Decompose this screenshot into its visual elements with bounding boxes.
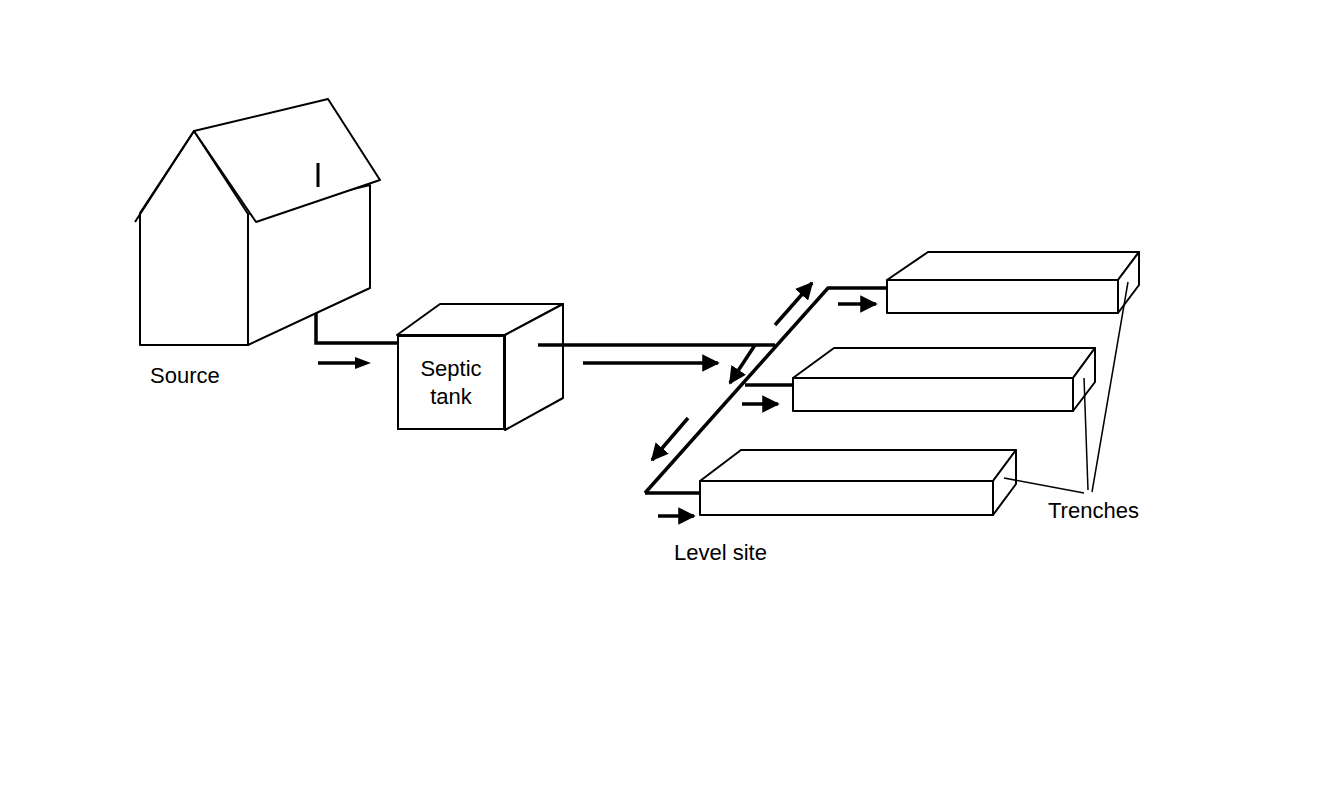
- septic-tank-box: Septic tank: [397, 335, 505, 430]
- site-label: Trenches: [1046, 498, 1141, 524]
- pipe-connector: [316, 313, 397, 369]
- trenches: [700, 252, 1139, 515]
- source-label: Source: [150, 362, 220, 390]
- house-outline: [130, 95, 385, 395]
- leader-lines: [1004, 282, 1128, 493]
- site-label: Level site: [672, 540, 769, 566]
- tank-faces: [397, 304, 563, 430]
- source-house: Source: [130, 95, 385, 395]
- tank-label: Septic tank: [403, 355, 499, 410]
